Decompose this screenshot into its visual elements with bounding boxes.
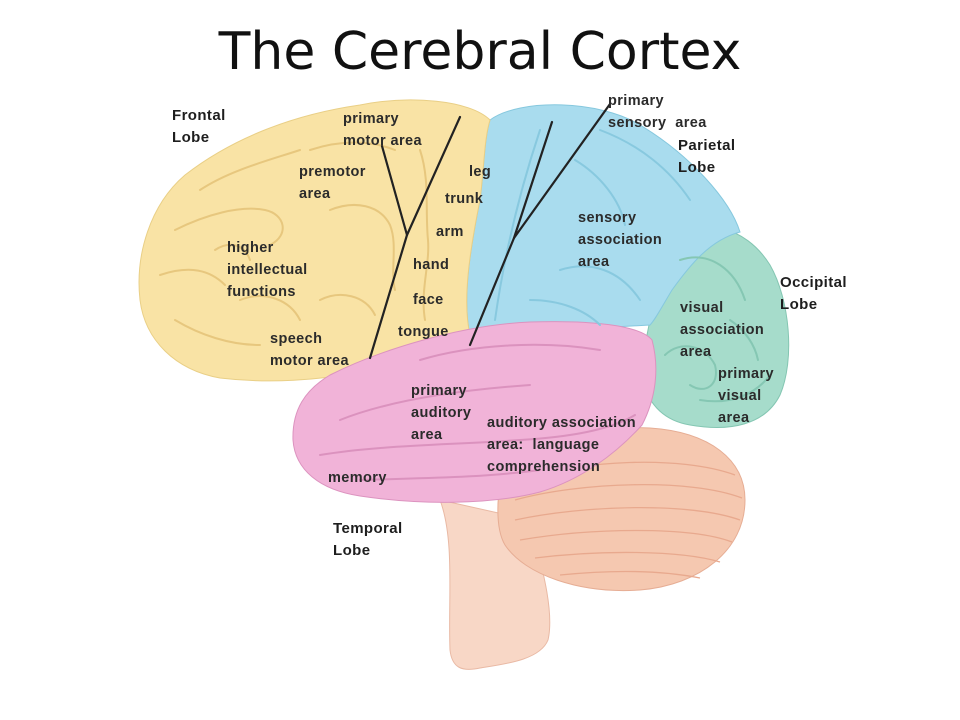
page-title: The Cerebral Cortex [218, 22, 742, 82]
face-label: face [413, 292, 444, 308]
occipital-gyri [664, 256, 771, 403]
visual-association-area-label: visual association area [680, 300, 765, 360]
primary-visual-area-label: primary visual area [718, 366, 774, 426]
premotor-area-label: premotor area [299, 164, 366, 202]
occipital-lobe-label: Occipital Lobe [780, 274, 847, 313]
frontal-lobe [138, 99, 491, 382]
temporal-lobe [292, 321, 657, 503]
primary-auditory-area-label: primary auditory area [411, 383, 472, 443]
trunk-label: trunk [445, 191, 484, 207]
temporal-gyri [319, 343, 636, 481]
speech-motor-area-label: speech motor area [270, 331, 349, 369]
parietal-lobe-label: Parietal Lobe [678, 137, 736, 176]
tongue-label: tongue [398, 324, 449, 340]
frontal-lobe-label: Frontal Lobe [172, 107, 226, 146]
auditory-association-area-label: auditory association area: language comp… [487, 415, 637, 475]
arm-label: arm [436, 224, 464, 240]
hand-label: hand [413, 257, 450, 273]
parietal-gyri [494, 129, 691, 326]
memory-label: memory [328, 470, 387, 486]
higher-intellectual-functions-label: higher intellectual functions [227, 240, 308, 300]
primary-motor-area-label: primary motor area [343, 111, 422, 149]
frontal-gyri [159, 141, 430, 346]
leg-label: leg [469, 164, 492, 180]
temporal-lobe-label: Temporal Lobe [333, 520, 403, 559]
leader-lines [368, 102, 612, 360]
primary-sensory-area-label: primary sensory area [608, 93, 707, 131]
sensory-association-area-label: sensory association area [578, 210, 663, 270]
